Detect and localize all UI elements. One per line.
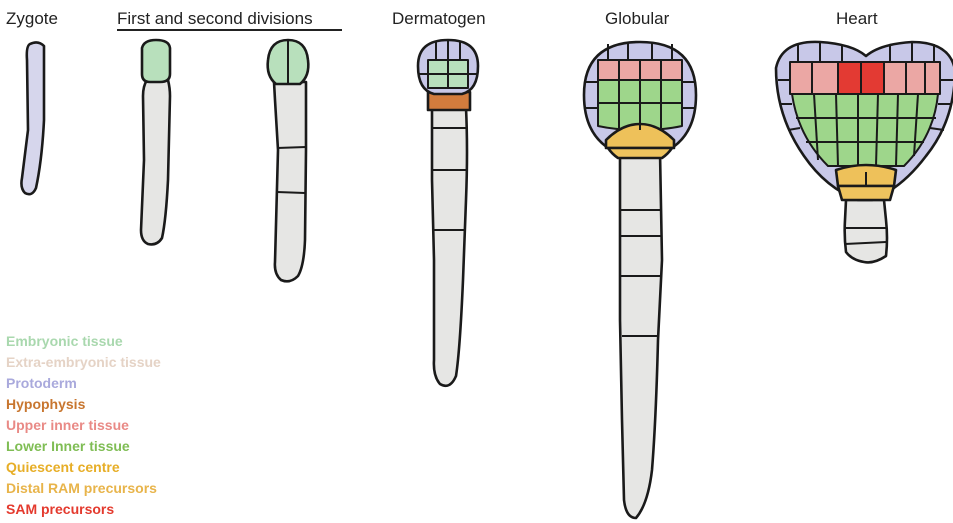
legend-item: Extra-embryonic tissue	[6, 354, 161, 370]
dermatogen-suspensor	[432, 108, 467, 386]
stage-label-first-second-divisions: First and second divisions	[117, 9, 313, 28]
legend-item: SAM precursors	[6, 501, 114, 517]
heart-suspensor	[845, 200, 887, 262]
legend-item: Lower Inner tissue	[6, 438, 130, 454]
globular-distal-ram	[608, 148, 672, 158]
legend-item: Hypophysis	[6, 396, 86, 412]
stage-label-globular: Globular	[605, 9, 670, 28]
zygote-cell	[21, 42, 44, 194]
first-division-suspensor	[141, 80, 170, 244]
heart-figure	[776, 42, 953, 263]
suspensor-division-line	[277, 147, 306, 148]
globular-figure	[584, 42, 696, 518]
first-division-figure	[141, 40, 170, 244]
suspensor-division-line	[277, 192, 305, 193]
legend-item: Distal RAM precursors	[6, 480, 157, 496]
stage-label-dermatogen: Dermatogen	[392, 9, 486, 28]
legend-item: Protoderm	[6, 375, 77, 391]
legend-item: Quiescent centre	[6, 459, 120, 475]
legend-item: Upper inner tissue	[6, 417, 129, 433]
dermatogen-figure	[418, 40, 478, 386]
heart-distal-ram	[838, 186, 894, 200]
stage-label-zygote: Zygote	[6, 9, 58, 28]
second-division-figure	[268, 40, 309, 281]
zygote-figure	[21, 42, 44, 194]
legend-item: Embryonic tissue	[6, 333, 123, 349]
stage-label-heart: Heart	[836, 9, 878, 28]
second-division-suspensor	[274, 82, 306, 281]
first-division-apical-cell	[142, 40, 170, 82]
